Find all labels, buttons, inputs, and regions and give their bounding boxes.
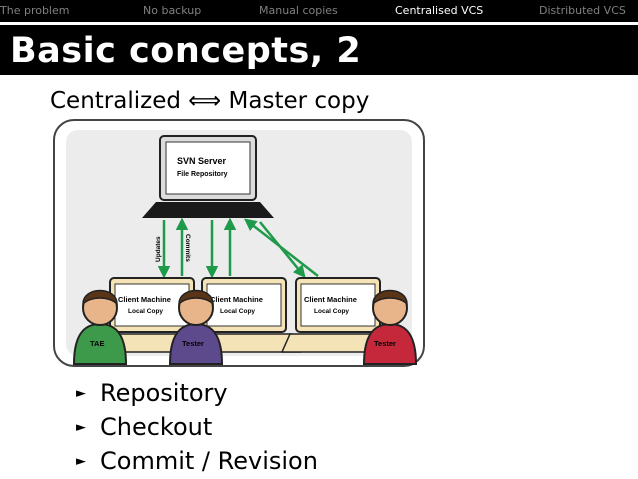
client3-up-arrow	[244, 218, 319, 277]
bullet-marker-icon: ►	[76, 419, 86, 435]
client-3-subtitle: Local Copy	[314, 308, 349, 315]
sync-arrows	[157, 217, 319, 279]
bullet-item-commit-revision: ► Commit / Revision	[76, 444, 318, 478]
client-2-title: Client Machine	[210, 295, 263, 304]
client-2-subtitle: Local Copy	[220, 308, 255, 315]
slide-subtitle: Centralized ⟺ Master copy	[50, 88, 370, 114]
bullet-item-checkout: ► Checkout	[76, 410, 318, 444]
bullet-text: Checkout	[100, 413, 213, 441]
bullet-text: Repository	[100, 379, 228, 407]
client-1-subtitle: Local Copy	[128, 308, 163, 315]
nav-item-the-problem[interactable]: The problem	[0, 4, 70, 17]
nav-item-manual-copies[interactable]: Manual copies	[259, 4, 338, 17]
server-monitor: SVN Server File Repository	[142, 135, 274, 218]
client-1-title: Client Machine	[118, 295, 171, 304]
bullet-marker-icon: ►	[76, 453, 86, 469]
person-tester-1-icon: Tester	[168, 289, 224, 365]
bullet-text: Commit / Revision	[100, 447, 318, 475]
person-tae-icon: TAE	[72, 289, 128, 365]
bullet-item-repository: ► Repository	[76, 376, 318, 410]
client-3-title: Client Machine	[304, 295, 357, 304]
client-machine-1: Client Machine Local Copy	[109, 277, 195, 333]
title-bar: Basic concepts, 2	[0, 25, 638, 75]
commits-label: Commits	[184, 234, 191, 262]
bullet-marker-icon: ►	[76, 385, 86, 401]
bullet-list: ► Repository ► Checkout ► Commit / Revis…	[76, 376, 318, 478]
server-subtitle: File Repository	[177, 171, 228, 178]
svn-diagram: SVN Server File Repository Updates Commi…	[53, 119, 425, 367]
updates-label: Updates	[155, 236, 162, 262]
nav-item-no-backup[interactable]: No backup	[143, 4, 202, 17]
person-tester-2-icon: Tester	[362, 289, 418, 365]
person-tester-2-label: Tester	[374, 339, 396, 348]
person-tae-label: TAE	[90, 339, 104, 348]
slide-title: Basic concepts, 2	[10, 31, 362, 71]
nav-item-centralised-vcs[interactable]: Centralised VCS	[395, 4, 484, 17]
client-machine-3: Client Machine Local Copy	[295, 277, 381, 333]
client-machine-2: Client Machine Local Copy	[201, 277, 287, 333]
section-nav: The problem No backup Manual copies Cent…	[0, 0, 638, 22]
person-tester-1-label: Tester	[182, 339, 204, 348]
nav-item-distributed-vcs[interactable]: Distributed VCS	[539, 4, 626, 17]
server-title: SVN Server	[177, 156, 227, 166]
